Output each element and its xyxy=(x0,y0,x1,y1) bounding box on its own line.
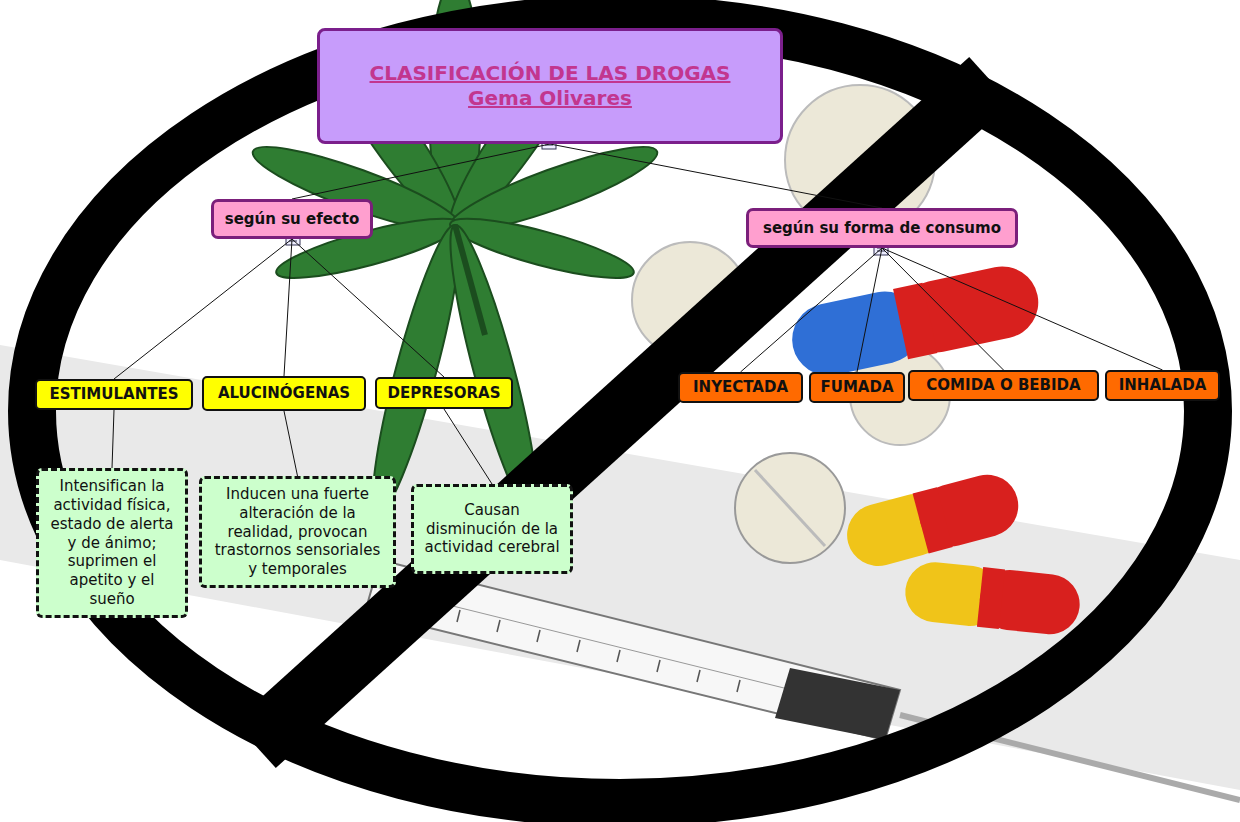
category-box: según su efecto xyxy=(211,199,373,239)
node-label: ALUCINÓGENAS xyxy=(218,384,350,403)
node-label: DEPRESORAS xyxy=(387,384,500,403)
title-box: CLASIFICACIÓN DE LAS DROGASGema Olivares xyxy=(317,28,783,144)
connector-line xyxy=(292,239,444,377)
connector-line xyxy=(857,248,882,372)
node-label: FUMADA xyxy=(820,378,893,397)
connector-line xyxy=(292,144,550,199)
connector-line xyxy=(284,239,292,376)
consumption-box: INYECTADA xyxy=(678,372,803,403)
prohibition-slash xyxy=(255,80,990,745)
connector-line xyxy=(882,248,1004,370)
prohibition-ring xyxy=(32,19,1208,803)
node-label: COMIDA O BEBIDA xyxy=(926,376,1080,395)
effect-box: ESTIMULANTES xyxy=(35,379,193,410)
author-text: Gema Olivares xyxy=(468,86,632,111)
consumption-box: INHALADA xyxy=(1105,370,1220,401)
node-label: INYECTADA xyxy=(693,378,788,397)
node-label: ESTIMULANTES xyxy=(50,385,179,404)
connector-line xyxy=(284,411,298,476)
description-box: Causan disminución de la actividad cereb… xyxy=(411,484,573,574)
consumption-box: FUMADA xyxy=(809,372,905,403)
connector-line xyxy=(741,248,883,372)
node-label: Causan disminución de la actividad cereb… xyxy=(420,501,564,557)
description-box: Intensifican la actividad física, estado… xyxy=(36,468,188,618)
node-label: Inducen una fuerte alteración de la real… xyxy=(208,485,387,579)
node-label: según su forma de consumo xyxy=(763,219,1001,238)
title-text: CLASIFICACIÓN DE LAS DROGAS xyxy=(370,61,731,86)
connector-line xyxy=(444,409,492,484)
description-box: Inducen una fuerte alteración de la real… xyxy=(199,476,396,588)
node-label: Intensifican la actividad física, estado… xyxy=(45,477,179,608)
connector-line xyxy=(550,144,882,208)
consumption-box: COMIDA O BEBIDA xyxy=(908,370,1099,401)
effect-box: DEPRESORAS xyxy=(375,377,513,409)
category-box: según su forma de consumo xyxy=(746,208,1018,248)
effect-box: ALUCINÓGENAS xyxy=(202,376,366,411)
connector-line xyxy=(882,248,1163,370)
node-label: según su efecto xyxy=(225,210,360,229)
connector-line xyxy=(114,239,292,379)
connector-line xyxy=(112,410,114,468)
node-label: INHALADA xyxy=(1119,376,1207,395)
